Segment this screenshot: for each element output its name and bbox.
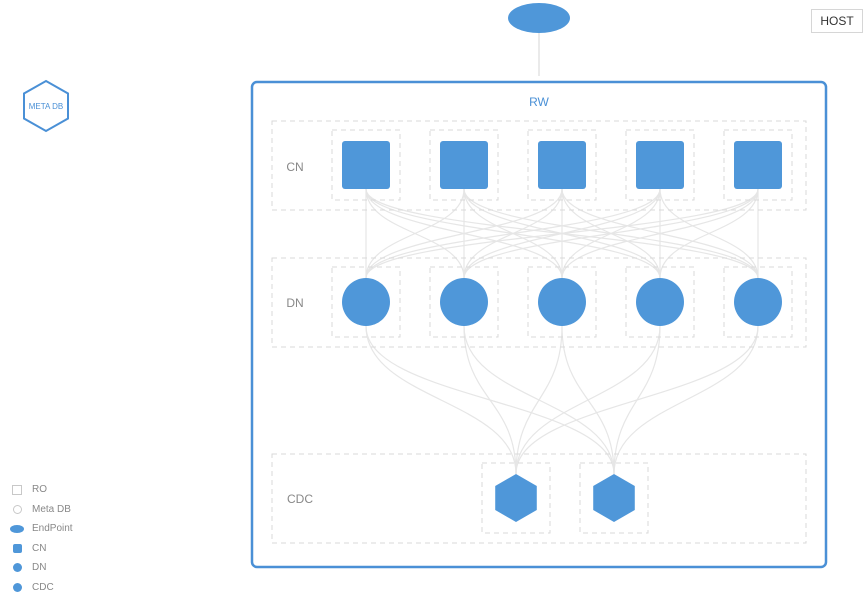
cn-node-slot [527, 129, 597, 201]
hexagon-icon [23, 79, 69, 133]
cdc-swatch-icon [10, 582, 24, 592]
dn-node-slot [625, 266, 695, 338]
cn-dn-link [561, 188, 759, 279]
endpoint-swatch-icon [10, 524, 24, 533]
legend-item-endpoint: EndPoint [10, 519, 73, 539]
dn-node-circle-icon[interactable] [538, 278, 586, 326]
dn-node-circle-icon[interactable] [440, 278, 488, 326]
connection-lines [365, 188, 759, 475]
cn-node-square-icon[interactable] [342, 141, 390, 189]
cn-group-label: CN [286, 160, 303, 174]
dn-cdc-link [613, 325, 759, 475]
dn-node-circle-icon[interactable] [734, 278, 782, 326]
cn-node-square-icon[interactable] [440, 141, 488, 189]
legend-label: CN [32, 542, 47, 554]
cn-node-slot [429, 129, 499, 201]
legend-label: RO [32, 484, 47, 496]
dn-swatch-icon [10, 563, 24, 573]
cn-node-slot [625, 129, 695, 201]
cn-dn-link [365, 188, 661, 279]
cdc-node-slot [481, 462, 551, 534]
meta-db-node[interactable]: META DB [23, 79, 69, 133]
legend-item-dn: DN [10, 558, 73, 578]
ro-swatch-icon [10, 484, 24, 495]
dn-node-slot [331, 266, 401, 338]
cn-node-square-icon[interactable] [734, 141, 782, 189]
rw-cluster-frame [250, 80, 828, 569]
cn-dn-link [365, 188, 563, 279]
cn-dn-link [463, 188, 759, 279]
legend-item-meta-db: Meta DB [10, 500, 73, 520]
node-layer [331, 129, 793, 534]
dn-node-slot [527, 266, 597, 338]
dn-cdc-link [515, 325, 759, 475]
cluster-label: RW [529, 95, 549, 109]
dn-node-circle-icon[interactable] [636, 278, 684, 326]
meta-db-label: META DB [29, 102, 64, 111]
legend-item-ro: RO [10, 480, 73, 500]
legend: RO Meta DB EndPoint CN DN CDC [10, 480, 73, 597]
legend-label: Meta DB [32, 503, 71, 515]
endpoint-ellipse-icon[interactable] [508, 3, 570, 33]
dn-cdc-link [515, 325, 661, 475]
cn-dn-link [365, 188, 465, 279]
legend-item-cn: CN [10, 539, 73, 559]
cn-node-square-icon[interactable] [636, 141, 684, 189]
cn-group-box [271, 120, 807, 211]
cdc-group-label: CDC [287, 492, 313, 506]
cdc-group-box [271, 453, 807, 544]
legend-label: CDC [32, 581, 54, 593]
dn-node-slot [723, 266, 793, 338]
dn-group-label: DN [286, 296, 303, 310]
dn-cdc-link [365, 325, 517, 475]
dn-cdc-link [463, 325, 517, 475]
meta-db-swatch-icon [10, 504, 24, 514]
cn-swatch-icon [10, 543, 24, 553]
host-button[interactable]: HOST [811, 9, 863, 33]
cn-dn-link [659, 188, 759, 279]
dn-node-slot [429, 266, 499, 338]
cn-node-slot [331, 129, 401, 201]
dn-cdc-link [515, 325, 563, 475]
legend-label: EndPoint [32, 523, 73, 535]
dn-node-circle-icon[interactable] [342, 278, 390, 326]
cdc-node-slot [579, 462, 649, 534]
dn-group-box [271, 257, 807, 348]
cn-node-square-icon[interactable] [538, 141, 586, 189]
cn-dn-link [365, 188, 759, 279]
legend-item-cdc: CDC [10, 578, 73, 598]
legend-label: DN [32, 562, 47, 574]
cn-node-slot [723, 129, 793, 201]
cdc-node-hexagon-icon[interactable] [593, 474, 635, 522]
cdc-node-hexagon-icon[interactable] [495, 474, 537, 522]
